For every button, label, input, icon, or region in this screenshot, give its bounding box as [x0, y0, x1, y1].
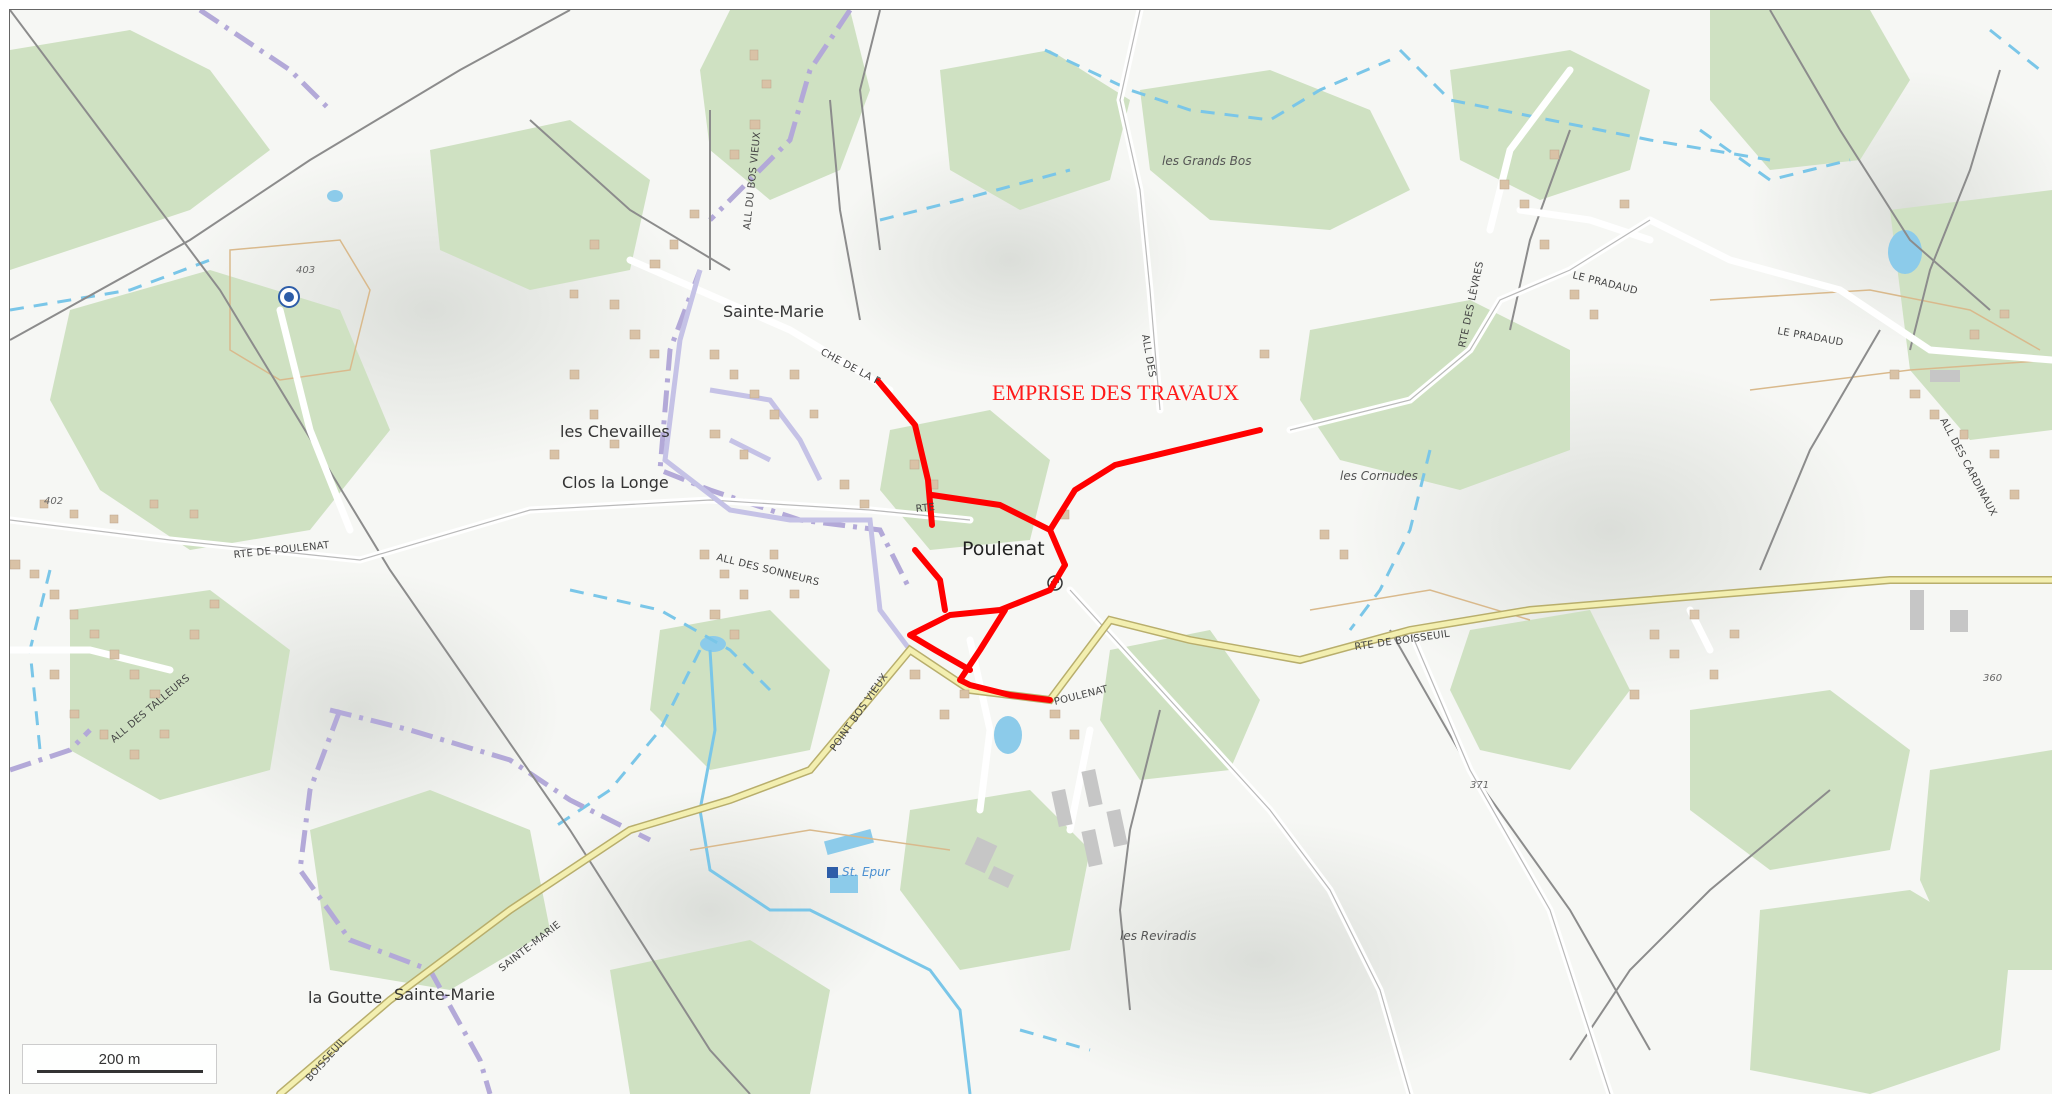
scale-bar: 200 m [22, 1044, 217, 1084]
spot-height-360: 360 [1983, 673, 2002, 684]
map-canvas[interactable]: St. Epur EMPRISE DES TRAVAUX Poulenat Sa… [10, 10, 2052, 1094]
label-town: Poulenat [962, 538, 1045, 560]
emprise-label: EMPRISE DES TRAVAUX [992, 380, 1239, 405]
label-st-epur: St. Epur [842, 865, 891, 879]
spot-height-371: 371 [1470, 780, 1489, 791]
label-clos-la-longe: Clos la Longe [562, 473, 669, 492]
label-reviradis: les Reviradis [1120, 929, 1196, 943]
label-sainte-marie-north: Sainte-Marie [723, 302, 824, 321]
label-sainte-marie-south: Sainte-Marie [394, 985, 495, 1004]
scale-line [37, 1070, 203, 1073]
buildings [10, 49, 2020, 760]
admin-boundaries [10, 10, 913, 1094]
scale-label: 200 m [98, 1051, 141, 1068]
map-frame[interactable]: St. Epur EMPRISE DES TRAVAUX Poulenat Sa… [9, 9, 2052, 1094]
label-la-goutte: la Goutte [308, 988, 382, 1007]
minor-roads-dark [10, 10, 2001, 1094]
works-route[interactable] [875, 378, 1263, 703]
village-lanes [662, 269, 912, 652]
river [698, 649, 972, 1094]
water-bodies [327, 190, 1922, 893]
label-les-chevailles: les Chevailles [560, 422, 670, 441]
poi-monument-icon[interactable] [278, 286, 300, 308]
label-grands-bos: les Grands Bos [1162, 154, 1251, 168]
label-cornudes: les Cornudes [1340, 469, 1418, 483]
spot-height-403: 403 [296, 265, 315, 276]
water-treatment-icon[interactable] [827, 867, 838, 878]
contours [229, 239, 2052, 851]
road-rte-short: RTE [915, 502, 936, 515]
roads-outline [10, 10, 1651, 1094]
industrial-buildings [964, 370, 1968, 888]
spot-height-402: 402 [44, 496, 63, 507]
